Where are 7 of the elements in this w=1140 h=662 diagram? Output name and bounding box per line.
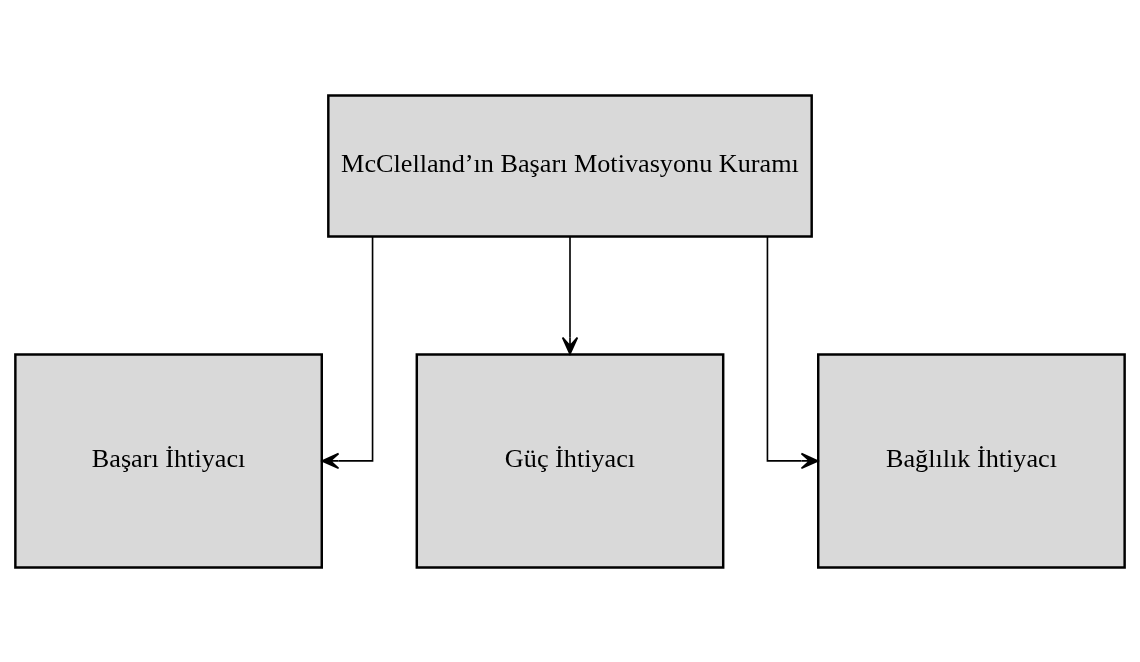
arrow (561, 235, 579, 355)
arrow (766, 235, 819, 469)
node-box: McClelland’ın Başarı Motivasyonu Kuramı (327, 93, 813, 238)
node-box: Bağlılık İhtiyacı (817, 352, 1126, 569)
arrow (321, 235, 374, 469)
node-box: Başarı İhtiyacı (14, 352, 323, 569)
node-box: Güç İhtiyacı (415, 352, 725, 569)
